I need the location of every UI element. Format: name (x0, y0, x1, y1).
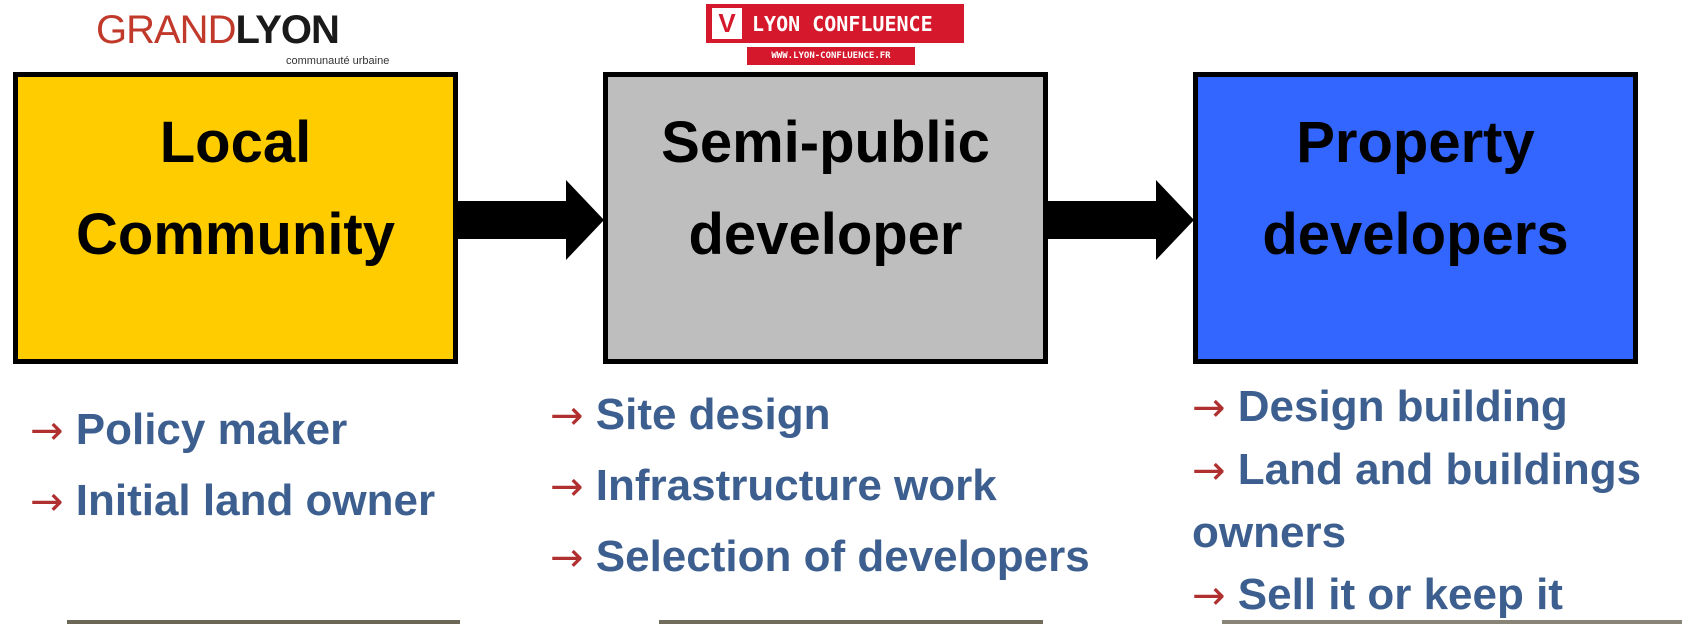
list-item: → Sell it or keep it (1192, 564, 1699, 627)
arrow-bullet-icon: → (550, 464, 584, 510)
photo-edge (67, 620, 460, 624)
list-item: → Policy maker (30, 395, 435, 466)
list-item: → Site design (550, 380, 1090, 451)
bullet-text: Selection of developers (595, 532, 1090, 581)
bullet-text: Infrastructure work (595, 461, 997, 510)
arrow-bullet-icon: → (30, 479, 64, 525)
property-developers-roles: → Design building → Land and buildings o… (1192, 376, 1699, 627)
arrow-bullet-icon: → (30, 408, 64, 454)
list-item: → Design building (1192, 376, 1699, 439)
bullet-text: Site design (595, 390, 831, 439)
list-item: → Infrastructure work (550, 451, 1090, 522)
arrow-bullet-icon: → (1192, 385, 1226, 431)
property-developers-box: Property developers (1193, 72, 1638, 364)
bullet-text: Sell it or keep it (1237, 570, 1563, 619)
lyon-confluence-mark: V (712, 8, 742, 39)
property-developers-title-line2: developers (1262, 202, 1569, 267)
bullet-text: Design building (1237, 382, 1568, 431)
local-community-box: Local Community (13, 72, 458, 364)
bullet-text: Land and buildings owners (1192, 445, 1642, 557)
local-community-title-line1: Local (159, 110, 312, 175)
semi-public-title-line2: developer (688, 202, 963, 267)
lyon-confluence-name: LYON CONFLUENCE (752, 11, 933, 36)
grandlyon-word-lyon: LYON (235, 8, 339, 52)
list-item: → Initial land owner (30, 466, 435, 537)
photo-edge (1222, 620, 1682, 624)
grandlyon-subtitle: communauté urbaine (286, 55, 390, 67)
grandlyon-word-grand: GRAND (96, 8, 236, 52)
arrow-bullet-icon: → (1192, 448, 1226, 494)
list-item: → Selection of developers (550, 522, 1090, 593)
property-developers-title-line1: Property (1296, 110, 1535, 175)
grandlyon-wordmark: GRANDLYON (96, 8, 340, 53)
arrow-bullet-icon: → (550, 535, 584, 581)
local-community-roles: → Policy maker → Initial land owner (30, 395, 435, 537)
grandlyon-logo: GRANDLYON communauté urbaine (96, 8, 416, 67)
lyon-confluence-banner: V LYON CONFLUENCE (706, 4, 964, 43)
list-item: → Land and buildings owners (1192, 439, 1699, 564)
bullet-text: Policy maker (75, 405, 348, 454)
bullet-text: Initial land owner (75, 476, 436, 525)
lyon-confluence-logo: V LYON CONFLUENCE WWW.LYON-CONFLUENCE.FR (706, 4, 964, 65)
arrow-bullet-icon: → (550, 393, 584, 439)
arrow-bullet-icon: → (1192, 573, 1226, 619)
local-community-title-line2: Community (76, 202, 395, 267)
flow-arrow-right-icon (456, 180, 604, 260)
semi-public-developer-box: Semi-public developer (603, 72, 1048, 364)
semi-public-roles: → Site design → Infrastructure work → Se… (550, 380, 1090, 593)
photo-edge (659, 620, 1043, 624)
flow-arrow-right-icon (1046, 180, 1194, 260)
semi-public-title-line1: Semi-public (661, 110, 990, 175)
lyon-confluence-url: WWW.LYON-CONFLUENCE.FR (747, 47, 915, 65)
